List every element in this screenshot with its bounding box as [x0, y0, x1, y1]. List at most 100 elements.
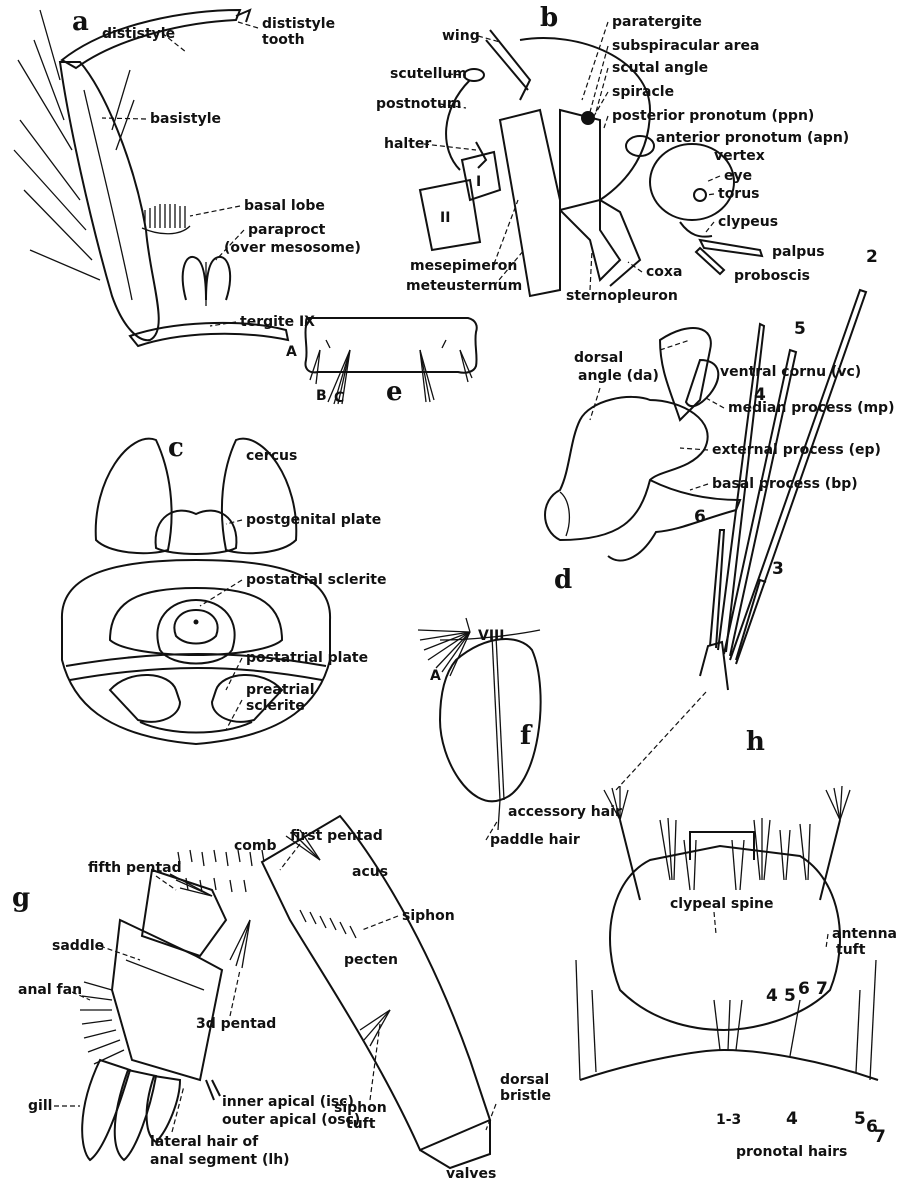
paraproct-left [183, 257, 206, 300]
anal-fan-drawing [80, 982, 124, 1064]
antennal-hair-base [700, 642, 728, 690]
tuft-a [418, 618, 470, 676]
label-head-hair-7: 7 [816, 979, 828, 999]
paraproct-right [206, 257, 230, 300]
label-basal-process: basal process (bp) [712, 476, 858, 492]
panel-letter-a: a [72, 7, 89, 37]
label-pronotal-1-3: 1-3 [716, 1112, 741, 1128]
label-wing: wing [442, 28, 480, 44]
label-head-hair-6: 6 [798, 979, 810, 999]
label-basistyle: basistyle [150, 111, 221, 127]
label-eye: eye [724, 168, 752, 184]
panel-f: f VIII A accessory hair paddle hair [418, 618, 622, 848]
gill-3 [147, 1076, 180, 1142]
label-external-process: external process (ep) [712, 442, 881, 458]
label-vertex: vertex [714, 148, 765, 164]
label-paddle-hair: paddle hair [490, 832, 580, 848]
label-clypeus: clypeus [718, 214, 778, 230]
label-hair-5: 5 [794, 319, 806, 339]
label-valves: valves [446, 1166, 496, 1182]
torus-drawing [694, 189, 706, 201]
label-tuft: tuft [346, 1116, 376, 1132]
dististyle-tooth-drawing [236, 10, 250, 22]
label-cercus: cercus [246, 448, 297, 464]
panel-letter-c: c [168, 433, 184, 463]
label-tergite-ix: tergite IX [240, 314, 315, 330]
label-viii: VIII [478, 628, 504, 644]
panel-letter-h: h [746, 727, 765, 757]
label-comb: comb [234, 838, 277, 854]
label-scutal-angle: scutal angle [612, 60, 708, 76]
label-lateral-hair: lateral hair of [150, 1134, 259, 1150]
antennal-tufts [604, 786, 850, 820]
label-hair-2: 2 [866, 247, 878, 267]
sternopleuron-drawing [560, 110, 620, 280]
label-antennal: antennal [832, 926, 897, 942]
label-pronotal-4: 4 [786, 1109, 798, 1129]
panel-letter-b: b [540, 3, 558, 33]
panel-a: a dististyle dististyle tooth basi [14, 7, 361, 346]
postatrial-plate-left [110, 675, 180, 722]
label-clypeal-spine: clypeal spine [670, 896, 773, 912]
label-antennal-tuft: tuft [836, 942, 866, 958]
label-roman-ii: II [440, 210, 450, 226]
label-acus: acus [352, 864, 388, 880]
anterior-pronotum-drawing [626, 136, 654, 156]
scutellum-drawing [464, 69, 484, 81]
label-anal-segment-lh: anal segment (lh) [150, 1152, 290, 1168]
label-pecten: pecten [344, 952, 398, 968]
paddle-midrib [492, 636, 500, 800]
panel-b: b I II wing paratergite subspiracular ar… [376, 3, 849, 304]
label-head-hair-4: 4 [766, 986, 778, 1006]
basistyle-drawing [60, 62, 159, 340]
siphon-tuft-drawing [360, 1010, 390, 1046]
panel-letter-d: d [554, 565, 572, 595]
label-pronotal-5: 5 [854, 1109, 866, 1129]
label-torus: torus [718, 186, 760, 202]
pronotal-setae [576, 960, 876, 1080]
antenna-left [620, 820, 640, 900]
e-plate-drawing [305, 318, 476, 373]
label-saddle: saddle [52, 938, 104, 954]
label-dorsal: dorsal [574, 350, 623, 366]
label-accessory-hair: accessory hair [508, 804, 622, 820]
panel-letter-f: f [520, 721, 533, 751]
label-mesepimeron: mesepimeron [410, 258, 517, 274]
proboscis-drawing [696, 248, 724, 274]
basal-lobe-drawing [142, 204, 190, 234]
label-hair-4: 4 [754, 385, 766, 405]
label-dorsal: dorsal [500, 1072, 549, 1088]
label-f-a: A [430, 668, 441, 684]
panel-letter-g: g [12, 883, 30, 913]
label-angle-da: angle (da) [578, 368, 659, 384]
label-e-b: B [316, 388, 327, 404]
label-sternopleuron: sternopleuron [566, 288, 678, 304]
label-anal-fan: anal fan [18, 982, 82, 998]
panel-d: d dorsal angle (da) ventral cornu (vc) m… [545, 328, 894, 595]
label-posterior-pronotum: posterior pronotum (ppn) [612, 108, 814, 124]
label-bristle: bristle [500, 1088, 551, 1104]
label-fifth-pentad: fifth pentad [88, 860, 182, 876]
label-roman-i: I [476, 174, 481, 190]
label-subspiracular-area: subspiracular area [612, 38, 759, 54]
postnotum-drawing [446, 80, 470, 170]
pecten-drawing [300, 910, 356, 938]
label-e-c: C [334, 390, 344, 406]
gill-1 [82, 1060, 130, 1160]
label-postgenital-plate: postgenital plate [246, 512, 381, 528]
label-coxa: coxa [646, 264, 682, 280]
comb-drawing [178, 850, 264, 892]
label-over-mesosome: (over mesosome) [224, 240, 361, 256]
label-postnotum: postnotum [376, 96, 462, 112]
palpus-drawing [700, 240, 762, 256]
label-palpus: palpus [772, 244, 825, 260]
atrium-ring-inner [174, 610, 217, 644]
label-scutellum: scutellum [390, 66, 467, 82]
hair-6 [710, 530, 724, 648]
panel-c: c cercus postgenital plate postatrial sc… [62, 433, 387, 744]
cercus-left [96, 439, 172, 553]
valves-drawing [420, 1120, 490, 1168]
spiracle-drawing [581, 111, 595, 125]
label-preatrial: preatrial [246, 682, 315, 698]
